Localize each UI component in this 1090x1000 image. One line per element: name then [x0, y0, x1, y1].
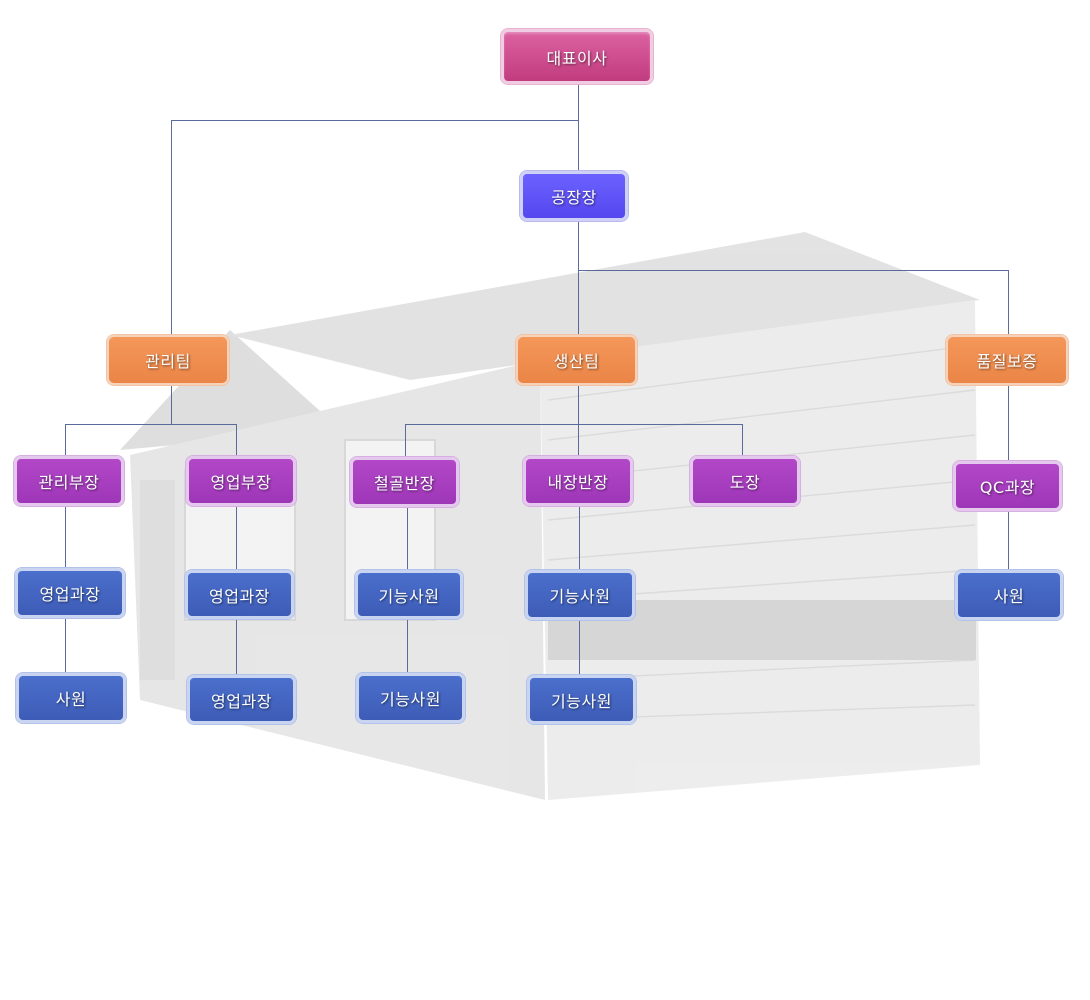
node-qc-staff[interactable]: 사원 [955, 570, 1063, 620]
node-ceo[interactable]: 대표이사 [501, 29, 653, 84]
node-interior-col-1[interactable]: 기능사원 [525, 570, 635, 620]
node-steel-col-1[interactable]: 기능사원 [355, 570, 463, 619]
node-steel-lead[interactable]: 철골반장 [350, 457, 459, 507]
house-roof-left [120, 330, 330, 450]
node-production-team[interactable]: 생산팀 [516, 335, 637, 385]
node-sales-col-1[interactable]: 영업과장 [185, 570, 294, 619]
node-interior-lead[interactable]: 내장반장 [523, 456, 633, 506]
node-steel-col-2[interactable]: 기능사원 [356, 673, 465, 723]
node-admin-col-2[interactable]: 사원 [16, 673, 126, 723]
node-sales-col-2[interactable]: 영업과장 [187, 675, 296, 724]
node-admin-col-1[interactable]: 영업과장 [15, 568, 125, 618]
node-admin-team[interactable]: 관리팀 [107, 335, 229, 385]
house-roof-main [230, 232, 980, 380]
node-interior-col-2[interactable]: 기능사원 [527, 675, 636, 724]
node-sales-head[interactable]: 영업부장 [186, 456, 296, 506]
house-door [140, 480, 175, 680]
node-paint[interactable]: 도장 [690, 456, 800, 506]
node-plant-manager[interactable]: 공장장 [520, 171, 628, 221]
node-admin-head[interactable]: 관리부장 [14, 456, 124, 506]
node-quality-team[interactable]: 품질보증 [946, 335, 1068, 385]
node-qc-manager[interactable]: QC과장 [953, 461, 1062, 511]
